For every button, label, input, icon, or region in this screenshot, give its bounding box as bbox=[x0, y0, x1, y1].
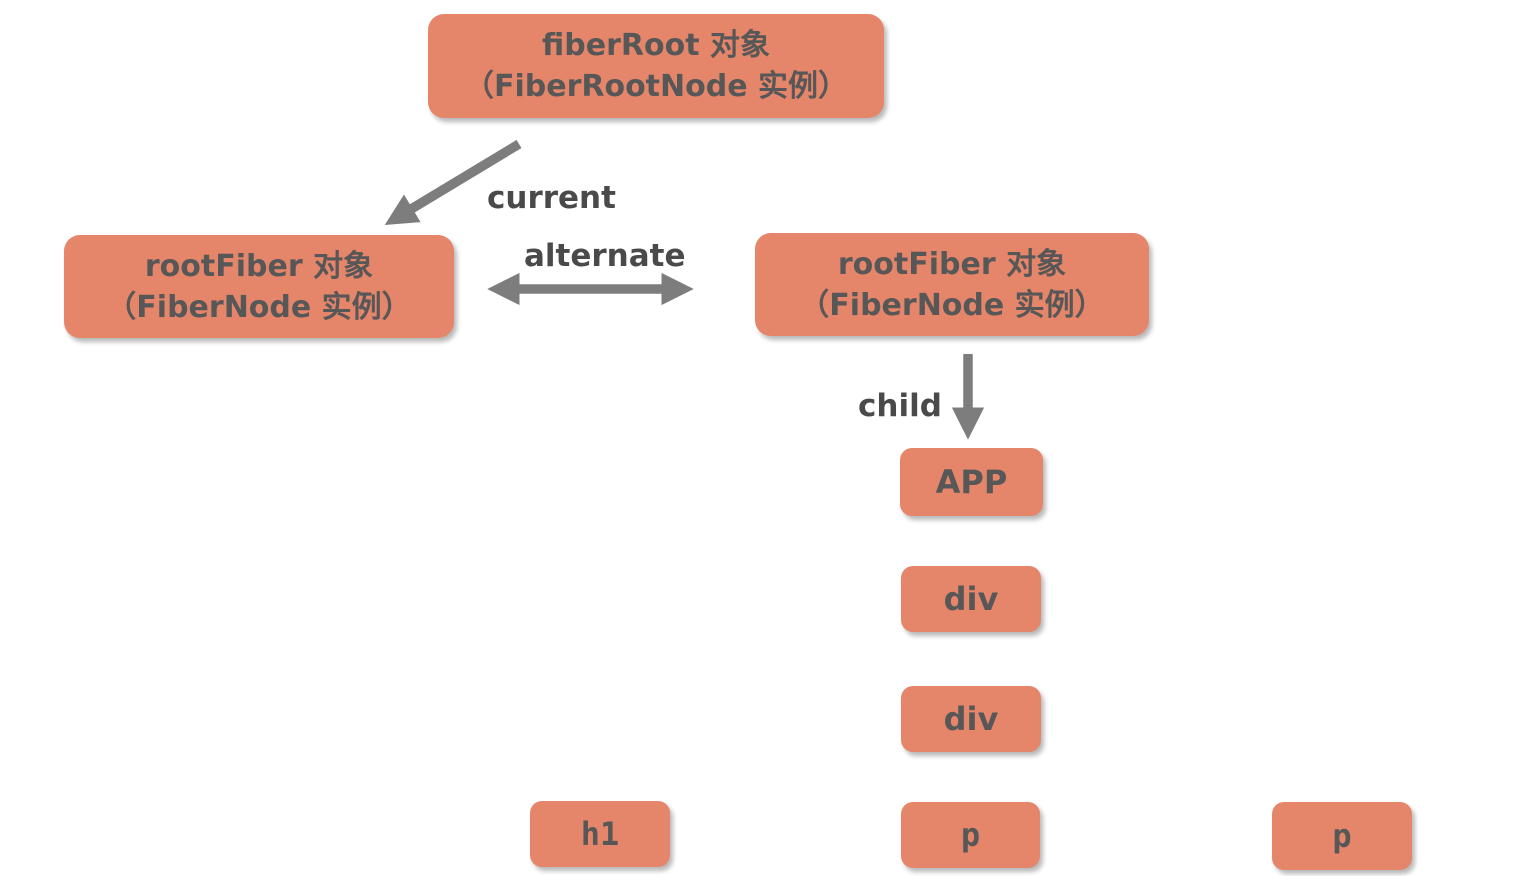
child-label: child bbox=[858, 388, 942, 424]
node-h1: h1 bbox=[530, 801, 670, 867]
node-div-2: div bbox=[901, 686, 1041, 752]
current-label: current bbox=[487, 180, 616, 216]
node-h1-label: h1 bbox=[580, 815, 620, 853]
node-rootfiber-left-line2: （FiberNode 实例） bbox=[106, 289, 412, 325]
node-rootfiber-right: rootFiber 对象 （FiberNode 实例） bbox=[755, 233, 1149, 336]
node-fiberroot-line2: （FiberRootNode 实例） bbox=[463, 69, 849, 104]
node-p-2: p bbox=[1272, 802, 1412, 870]
node-fiberroot-line1: fiberRoot 对象 bbox=[542, 28, 770, 63]
node-rootfiber-right-line1: rootFiber 对象 bbox=[837, 246, 1067, 282]
node-fiberroot: fiberRoot 对象 （FiberRootNode 实例） bbox=[428, 14, 884, 118]
node-app: APP bbox=[900, 448, 1043, 516]
node-div-1: div bbox=[901, 566, 1041, 632]
node-app-label: APP bbox=[935, 463, 1008, 501]
alternate-label: alternate bbox=[524, 238, 686, 274]
node-div-1-label: div bbox=[943, 580, 999, 618]
node-rootfiber-left-line1: rootFiber 对象 bbox=[144, 248, 374, 284]
node-p-2-label: p bbox=[1332, 817, 1352, 855]
node-p-1-label: p bbox=[960, 816, 981, 854]
node-div-2-label: div bbox=[943, 700, 999, 738]
node-rootfiber-left: rootFiber 对象 （FiberNode 实例） bbox=[64, 235, 454, 338]
node-p-1: p bbox=[901, 802, 1040, 868]
node-rootfiber-right-line2: （FiberNode 实例） bbox=[799, 287, 1105, 323]
